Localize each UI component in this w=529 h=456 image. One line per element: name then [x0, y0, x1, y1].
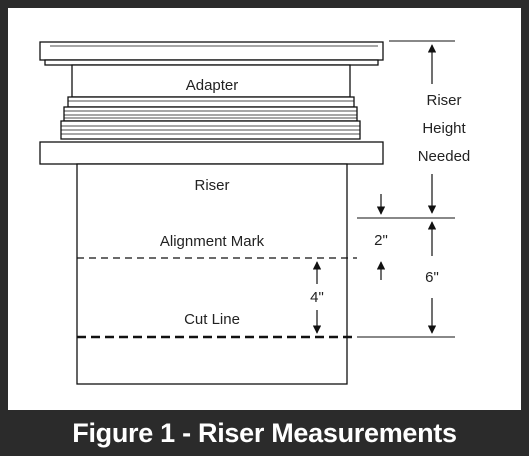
riser-body	[76, 163, 348, 385]
adapter-lid	[39, 41, 384, 66]
dim-4in-label: 4"	[310, 289, 324, 306]
riser-height-label-line2: Height	[422, 120, 466, 137]
dim-2in-label: 2"	[374, 232, 388, 249]
riser-height-label-line1: Riser	[426, 92, 461, 109]
diagram-panel: Adapter Riser Alignment Mark Cut Line Ri…	[8, 8, 521, 410]
figure-caption: Figure 1 - Riser Measurements	[72, 417, 457, 448]
riser-diagram: Adapter Riser Alignment Mark Cut Line Ri…	[39, 40, 471, 385]
riser-flange	[39, 141, 384, 165]
riser-height-label-line3: Needed	[418, 148, 471, 165]
cut-line-label: Cut Line	[184, 311, 240, 328]
adapter-label: Adapter	[186, 77, 239, 94]
dim-6in-label: 6"	[425, 269, 439, 286]
alignment-mark-label: Alignment Mark	[160, 233, 265, 250]
dimension-reference-lines	[357, 40, 455, 338]
adapter-body	[60, 64, 361, 140]
riser-label: Riser	[194, 177, 229, 194]
